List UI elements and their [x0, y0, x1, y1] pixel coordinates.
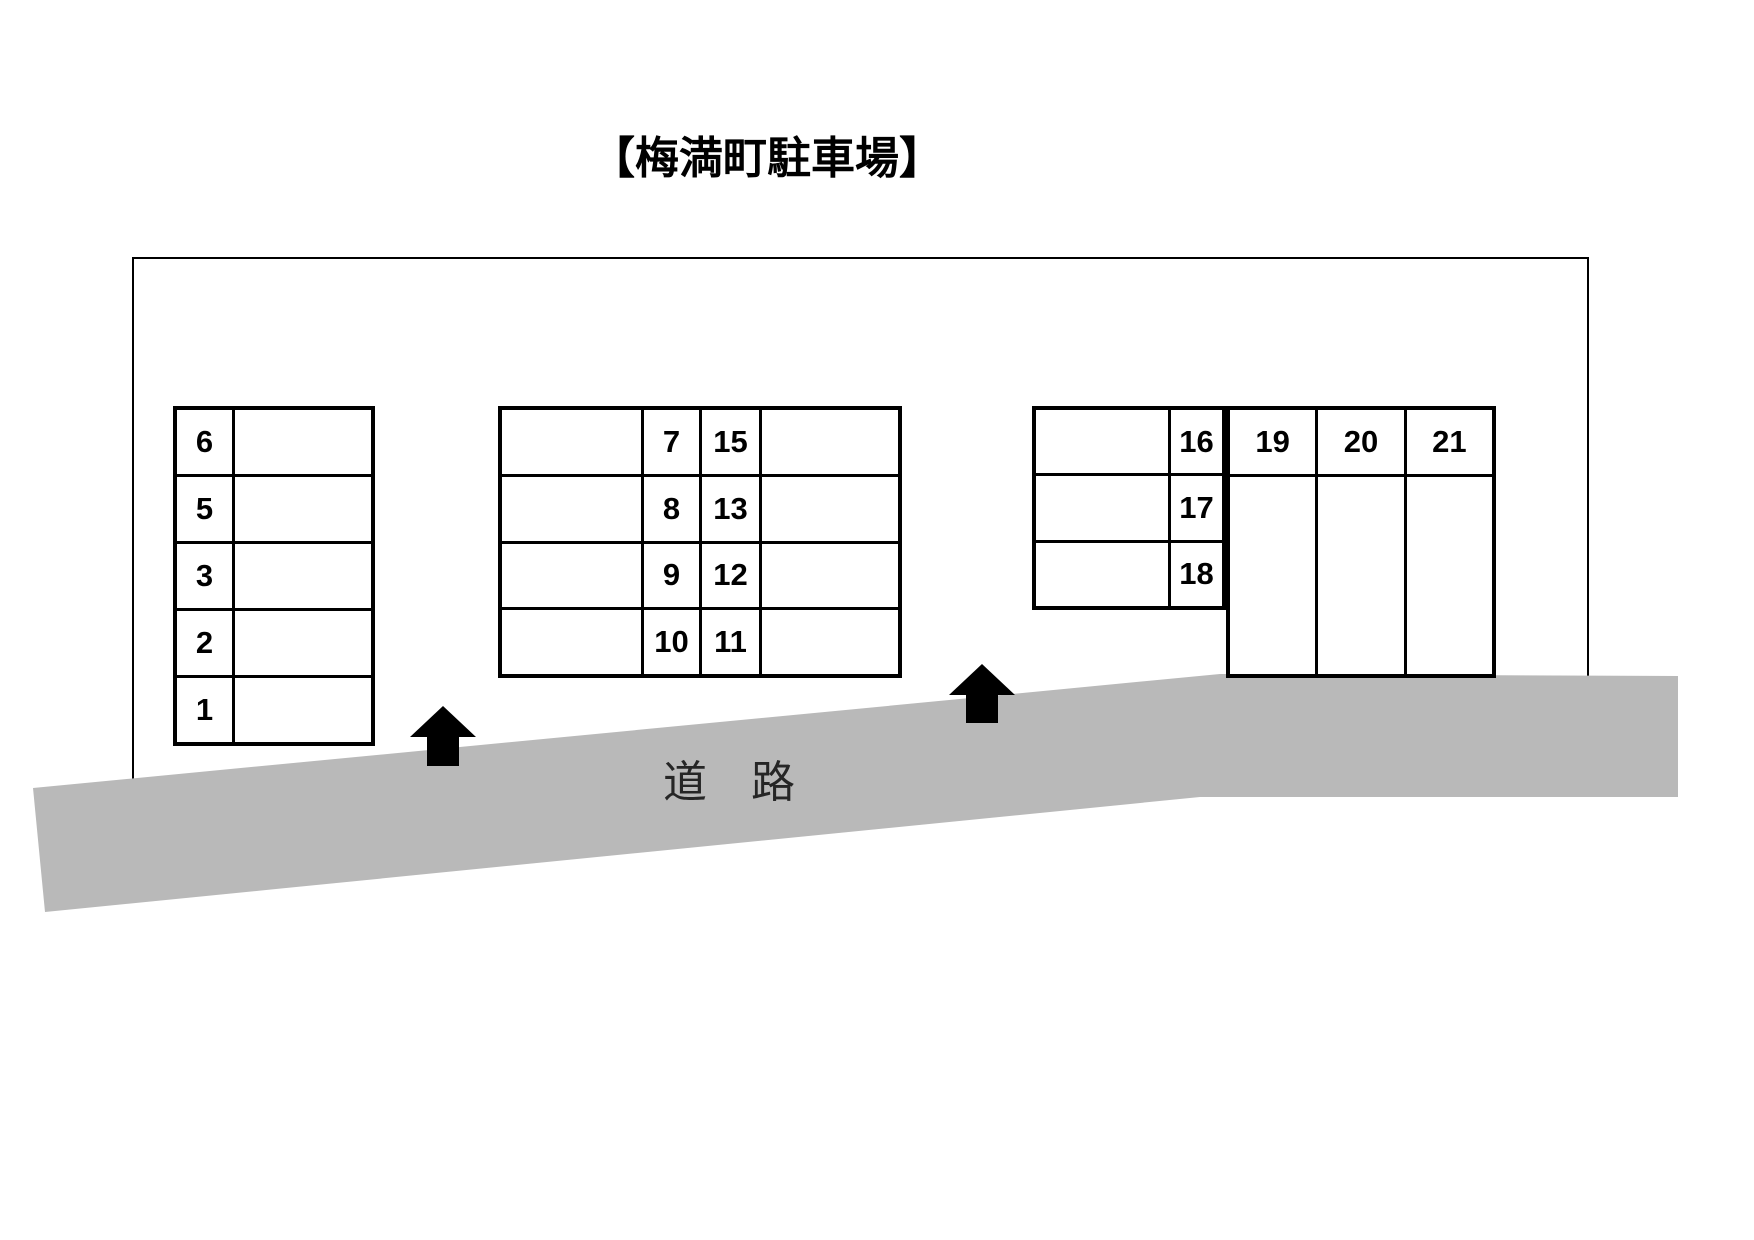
parking-space-number: 3 [177, 544, 232, 608]
parking-space [502, 476, 641, 541]
parking-space-number: 18 [1171, 542, 1222, 606]
parking-space [1036, 542, 1168, 606]
parking-space-number: 13 [702, 476, 759, 541]
parking-space-number: 19 [1230, 410, 1316, 474]
parking-space-number: 1 [177, 678, 232, 742]
entrance-arrow-icon [410, 706, 476, 766]
parking-space-number: 20 [1318, 410, 1404, 474]
parking-space-number: 17 [1171, 476, 1222, 540]
parking-space [1036, 476, 1168, 540]
parking-space-number: 21 [1406, 410, 1492, 474]
parking-space [762, 410, 898, 474]
road-shape [33, 674, 1678, 912]
parking-space [1406, 477, 1492, 674]
parking-block-right-rows: 16 17 18 [1032, 406, 1226, 610]
parking-space-number: 7 [644, 410, 699, 474]
parking-block-middle: 7 15 8 13 9 12 10 11 [498, 406, 902, 678]
parking-space-number: 2 [177, 611, 232, 675]
parking-space [762, 476, 898, 541]
parking-block-left: 6 5 3 2 1 [173, 406, 375, 746]
parking-space-number: 5 [177, 477, 232, 541]
parking-space [235, 611, 371, 675]
parking-space-number: 16 [1171, 410, 1222, 474]
parking-space-number: 10 [644, 610, 699, 674]
parking-space [235, 410, 371, 474]
parking-space-number: 12 [702, 543, 759, 608]
parking-block-right-cols: 19 20 21 [1226, 406, 1496, 678]
parking-space-number: 15 [702, 410, 759, 474]
parking-space [235, 544, 371, 608]
parking-space [502, 610, 641, 674]
parking-space-number: 9 [644, 543, 699, 608]
parking-space [502, 543, 641, 608]
entrance-arrow-icon [949, 664, 1015, 723]
parking-space-number: 8 [644, 476, 699, 541]
parking-space-number: 6 [177, 410, 232, 474]
parking-space [1036, 410, 1168, 474]
parking-space-number: 11 [702, 610, 759, 674]
parking-space [1318, 477, 1404, 674]
parking-space [235, 678, 371, 742]
page-title: 【梅満町駐車場】 [591, 134, 943, 183]
parking-space [1230, 477, 1316, 674]
parking-space [762, 543, 898, 608]
parking-space [502, 410, 641, 474]
road-label: 道 路 [663, 758, 795, 807]
parking-space [235, 477, 371, 541]
parking-space [762, 610, 898, 674]
